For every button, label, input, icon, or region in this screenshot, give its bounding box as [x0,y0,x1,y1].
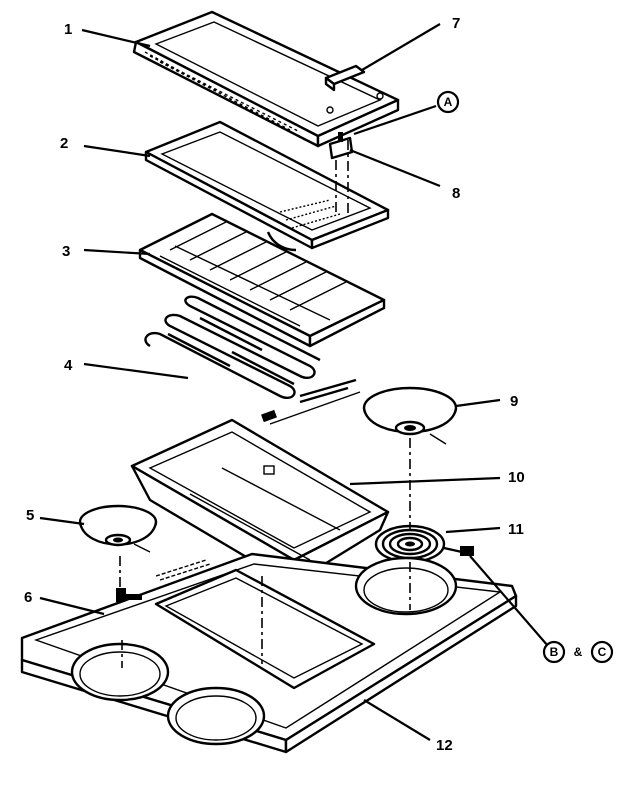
callout-c: C [590,640,614,664]
callout-a-text: A [444,95,453,109]
label-part-11: 11 [508,521,524,538]
label-part-2: 2 [60,135,68,152]
label-part-3: 3 [62,243,70,260]
label-part-10: 10 [508,469,525,486]
part-7-handle [324,64,366,92]
callout-ampersand: & [574,645,583,659]
label-part-4: 4 [64,357,73,374]
callout-b: B [542,640,566,664]
part-3-grill-pan [138,212,386,348]
part-2-grill-frame [144,120,390,250]
label-part-8: 8 [452,185,460,202]
callout-c-text: C [598,645,607,659]
callout-a: A [436,90,460,114]
assembly-lines [119,140,411,668]
part-5-drip-bowl [78,504,158,553]
part-1-grill-cover [132,10,400,148]
label-part-5: 5 [26,507,34,524]
label-part-12: 12 [436,737,453,754]
leader-lines [39,23,549,741]
part-4-heating-element [144,295,361,425]
label-part-7: 7 [452,15,460,32]
part-12-cooktop [20,552,518,754]
label-part-6: 6 [24,589,32,606]
part-9-drip-bowl [362,386,458,445]
part-8-clip [328,132,354,160]
callout-b-text: B [550,645,559,659]
label-part-9: 9 [510,393,518,410]
label-part-1: 1 [64,21,72,38]
